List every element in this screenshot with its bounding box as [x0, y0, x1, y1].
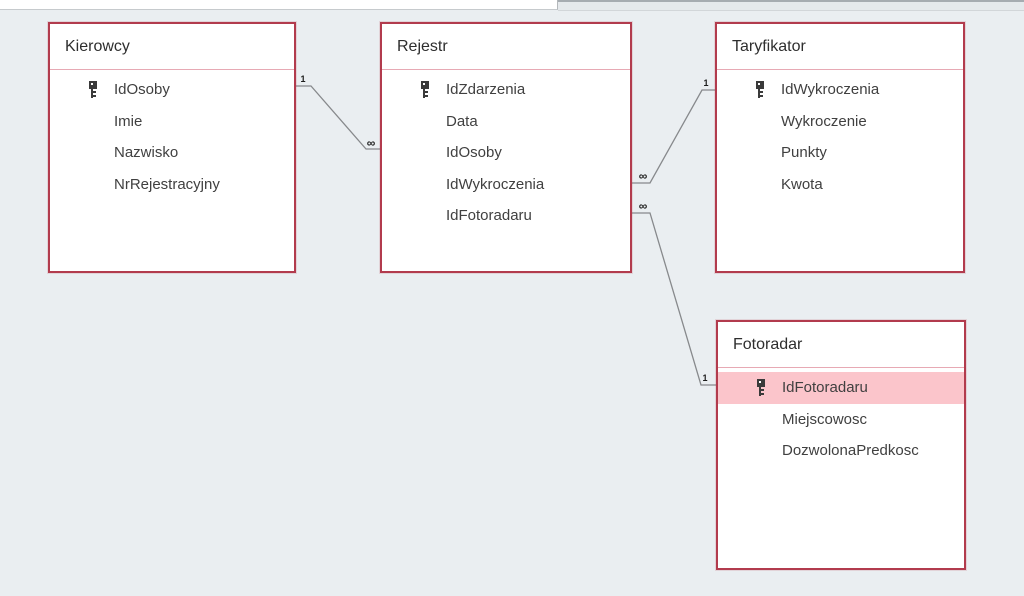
title-separator [382, 69, 630, 70]
field-row-dozwolonapredkosc[interactable]: DozwolonaPredkosc [718, 435, 964, 467]
primary-key-icon [419, 81, 446, 99]
relationship-line-kierowcy-rejestr[interactable] [296, 85, 380, 150]
table-title[interactable]: Fotoradar [733, 335, 803, 353]
field-label: IdWykroczenia [781, 81, 880, 99]
relationship-line-rejestr-fotoradar[interactable] [632, 212, 716, 386]
title-separator [50, 69, 294, 70]
window-edge-right [558, 0, 1024, 11]
field-label: IdFotoradaru [446, 207, 532, 225]
field-label: IdOsoby [446, 144, 502, 162]
field-label: IdWykroczenia [446, 175, 545, 193]
field-label: Nazwisko [114, 144, 179, 162]
cardinality-label-one: 1 [702, 373, 707, 383]
field-row-imie[interactable]: Imie [50, 106, 294, 138]
field-row-idzdarzenia[interactable]: IdZdarzenia [382, 74, 630, 106]
primary-key-icon [87, 81, 114, 99]
field-label: Miejscowosc [782, 410, 868, 428]
field-row-idfotoradaru[interactable]: IdFotoradaru [382, 200, 630, 232]
table-title[interactable]: Taryfikator [732, 37, 806, 55]
primary-key-icon [755, 379, 782, 397]
field-row-punkty[interactable]: Punkty [717, 137, 963, 169]
relationship-line-rejestr-taryfikator[interactable] [632, 89, 715, 184]
table-kierowcy[interactable]: Kierowcy IdOsoby Imie Nazwisko NrRejestr… [48, 22, 296, 273]
cardinality-label-one: 1 [300, 74, 305, 84]
field-row-kwota[interactable]: Kwota [717, 169, 963, 201]
field-label: DozwolonaPredkosc [782, 442, 919, 460]
field-row-nazwisko[interactable]: Nazwisko [50, 137, 294, 169]
table-fotoradar[interactable]: Fotoradar IdFotoradaru Miejscowosc Dozwo… [716, 320, 966, 570]
field-label: Imie [114, 112, 143, 130]
title-separator [718, 367, 964, 368]
field-label: Wykroczenie [781, 112, 867, 130]
cardinality-label-many: ∞ [639, 199, 648, 213]
field-row-miejscowosc[interactable]: Miejscowosc [718, 404, 964, 436]
title-separator [717, 69, 963, 70]
field-label: NrRejestracyjny [114, 175, 220, 193]
field-label: Data [446, 112, 478, 130]
field-label: IdZdarzenia [446, 81, 526, 99]
cardinality-label-many: ∞ [639, 169, 648, 183]
cardinality-label-many: ∞ [367, 136, 376, 150]
table-rejestr[interactable]: Rejestr IdZdarzenia Data IdOsoby IdWykro… [380, 22, 632, 273]
field-label: IdOsoby [114, 81, 170, 99]
field-row-idfotoradaru-selected[interactable]: IdFotoradaru [718, 372, 964, 404]
field-row-idwykroczenia[interactable]: IdWykroczenia [382, 169, 630, 201]
field-row-data[interactable]: Data [382, 106, 630, 138]
cardinality-label-one: 1 [703, 78, 708, 88]
field-label: Punkty [781, 144, 827, 162]
field-label: Kwota [781, 175, 823, 193]
field-label: IdFotoradaru [782, 379, 868, 397]
table-taryfikator[interactable]: Taryfikator IdWykroczenia Wykroczenie Pu… [715, 22, 965, 273]
field-row-idosoby[interactable]: IdOsoby [382, 137, 630, 169]
field-row-idosoby[interactable]: IdOsoby [50, 74, 294, 106]
primary-key-icon [754, 81, 781, 99]
table-title[interactable]: Kierowcy [65, 37, 130, 55]
field-row-idwykroczenia[interactable]: IdWykroczenia [717, 74, 963, 106]
table-title[interactable]: Rejestr [397, 37, 448, 55]
field-row-wykroczenie[interactable]: Wykroczenie [717, 106, 963, 138]
field-row-nrrejestracyjny[interactable]: NrRejestracyjny [50, 169, 294, 201]
window-edge-left [0, 0, 558, 10]
